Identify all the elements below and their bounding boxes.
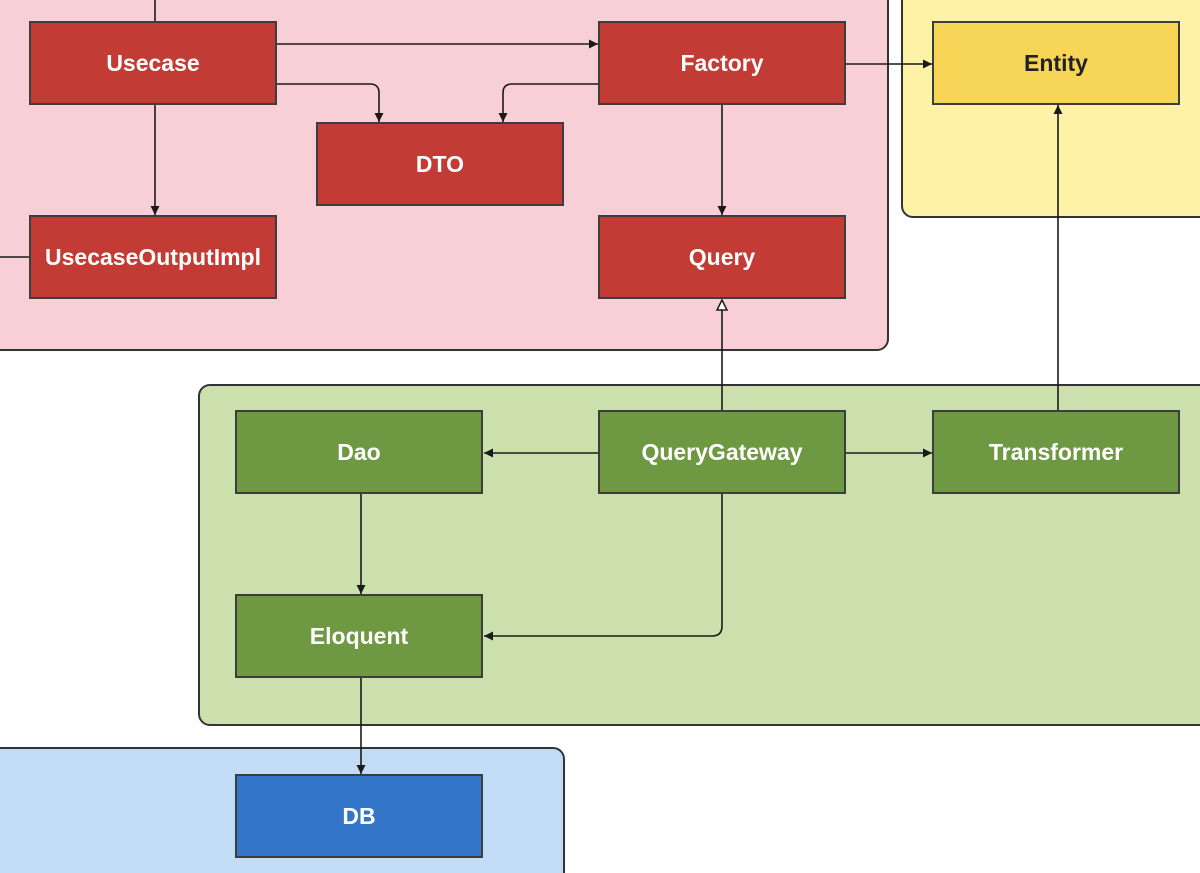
- transformer-node[interactable]: Transformer: [932, 410, 1180, 494]
- usecase-output-impl-node[interactable]: UsecaseOutputImpl: [29, 215, 277, 299]
- eloquent-node[interactable]: Eloquent: [235, 594, 483, 678]
- query-gateway-node[interactable]: QueryGateway: [598, 410, 846, 494]
- transformer-label: Transformer: [988, 438, 1124, 465]
- entity-node[interactable]: Entity: [932, 21, 1180, 105]
- eloquent-label: Eloquent: [309, 622, 409, 649]
- query-node[interactable]: Query: [598, 215, 846, 299]
- query-gateway-label: QueryGateway: [641, 438, 803, 465]
- dao-node[interactable]: Dao: [235, 410, 483, 494]
- query-label: Query: [688, 243, 756, 270]
- dao-label: Dao: [337, 438, 381, 465]
- factory-node[interactable]: Factory: [598, 21, 846, 105]
- dto-node[interactable]: DTO: [316, 122, 564, 206]
- db-node[interactable]: DB: [235, 774, 483, 858]
- usecase-label: Usecase: [106, 49, 200, 76]
- entity-label: Entity: [1024, 49, 1088, 76]
- db-label: DB: [342, 802, 376, 829]
- usecase-output-impl-label: UsecaseOutputImpl: [45, 243, 261, 270]
- factory-label: Factory: [680, 49, 764, 76]
- usecase-node[interactable]: Usecase: [29, 21, 277, 105]
- dto-label: DTO: [415, 150, 465, 177]
